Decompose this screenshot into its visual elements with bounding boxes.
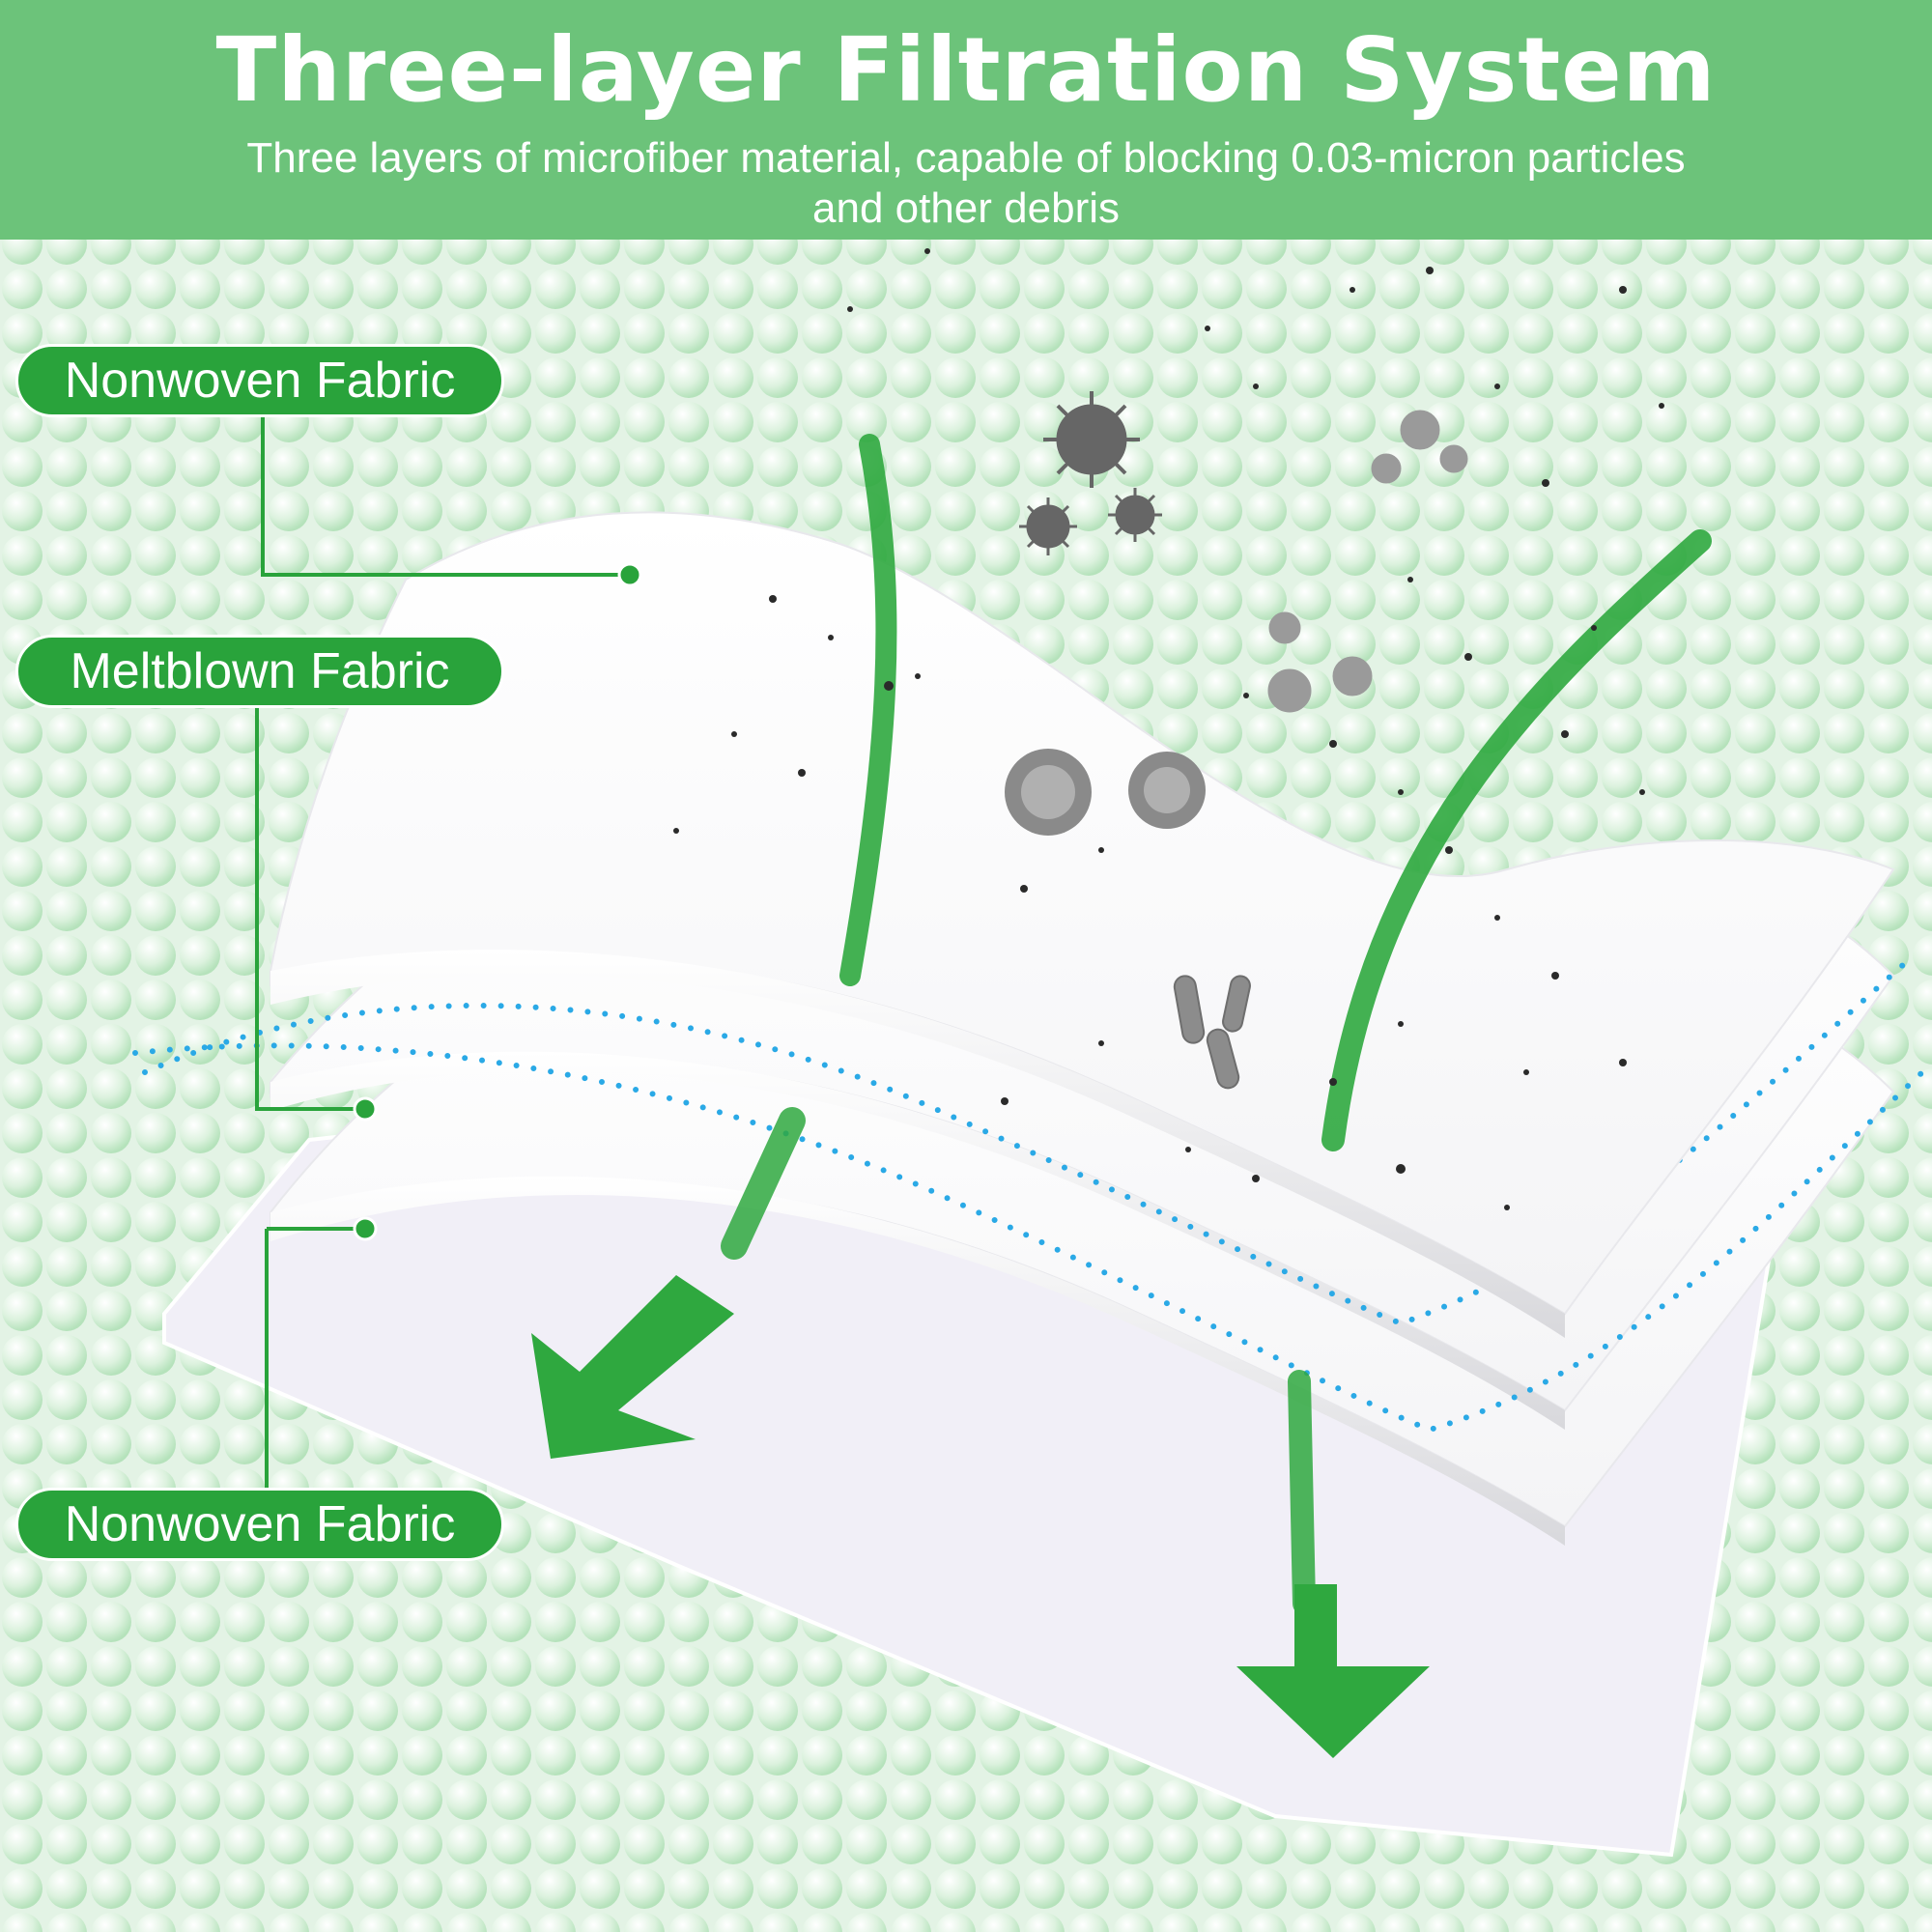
connector-lines [255, 417, 630, 1488]
connector-dot-layer-3 [353, 1216, 378, 1241]
layer-label-meltblown: Meltblown Fabric [15, 635, 504, 708]
dust-particle-icon [673, 248, 1664, 1210]
flow-streak-lower-left [721, 1107, 806, 1260]
page-title: Three-layer Filtration System [215, 18, 1717, 122]
flow-streak-right [1321, 529, 1712, 1151]
bacteria-icon [1173, 975, 1251, 1090]
connector-dot-layer-2 [353, 1096, 378, 1122]
flow-streak-middle [1288, 1370, 1316, 1615]
virus-icon [1043, 391, 1140, 488]
connector-dot-layer-1 [617, 562, 642, 587]
flow-dots-lower [132, 1042, 1925, 1434]
layer-1-edge [270, 950, 1565, 1338]
layer-label-nonwoven-inner: Nonwoven Fabric [15, 1488, 504, 1561]
layer-label-nonwoven-outer: Nonwoven Fabric [15, 344, 504, 417]
down-arrow-icon [531, 1275, 734, 1459]
virus-icon [1019, 497, 1077, 555]
header-banner: Three-layer Filtration System Three laye… [0, 0, 1932, 240]
flow-dots-upper [142, 953, 1916, 1327]
page-subtitle: Three layers of microfiber material, cap… [246, 134, 1686, 232]
virus-icon [1108, 488, 1162, 542]
virus-icon [1267, 410, 1468, 713]
down-arrow-icon [1236, 1584, 1430, 1758]
virus-icon [1005, 749, 1206, 836]
layer-2-edge [270, 1051, 1565, 1430]
